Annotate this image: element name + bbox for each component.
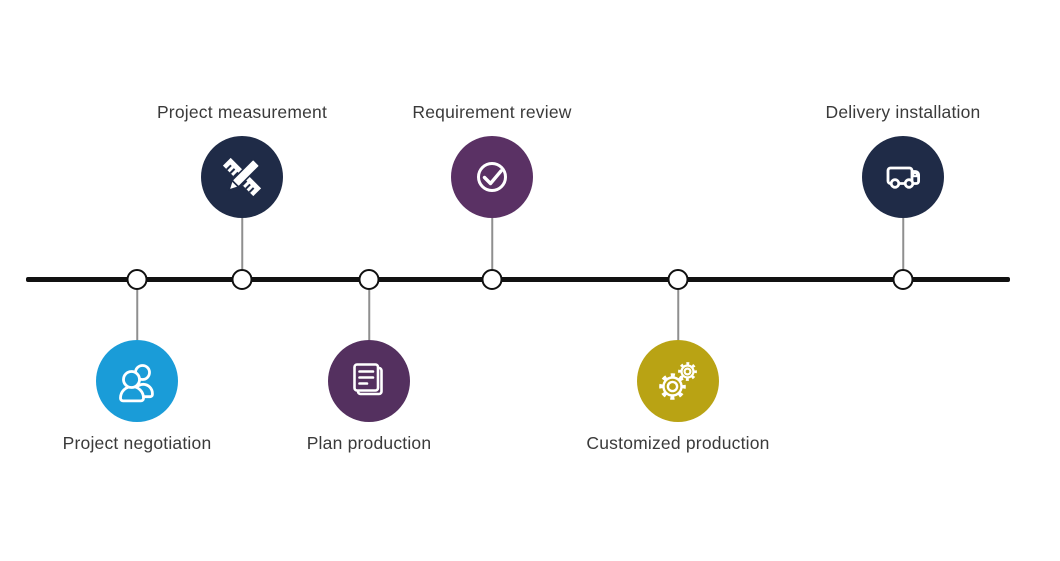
- node-label: Requirement review: [412, 102, 572, 122]
- timeline-dot: [358, 269, 380, 290]
- people-icon: [96, 340, 178, 422]
- ruler-pencil-icon: [201, 136, 283, 218]
- connector-line: [368, 290, 370, 340]
- node-label: Plan production: [306, 433, 432, 453]
- node-label: Project measurement: [156, 102, 328, 122]
- timeline-dot: [126, 269, 148, 290]
- documents-icon: [328, 340, 410, 422]
- node-label: Customized production: [586, 433, 770, 453]
- node-label: Project negotiation: [62, 433, 212, 453]
- node-label: Delivery installation: [825, 102, 981, 122]
- connector-line: [902, 218, 904, 269]
- connector-line: [677, 290, 679, 340]
- check-circle-icon: [451, 136, 533, 218]
- timeline-dot: [892, 269, 914, 290]
- gears-icon: [637, 340, 719, 422]
- truck-icon: [862, 136, 944, 218]
- timeline-dot: [667, 269, 689, 290]
- timeline-dot: [481, 269, 503, 290]
- connector-line: [491, 218, 493, 269]
- connector-line: [136, 290, 138, 340]
- connector-line: [241, 218, 243, 269]
- timeline-line: [26, 277, 1010, 282]
- timeline-dot: [231, 269, 253, 290]
